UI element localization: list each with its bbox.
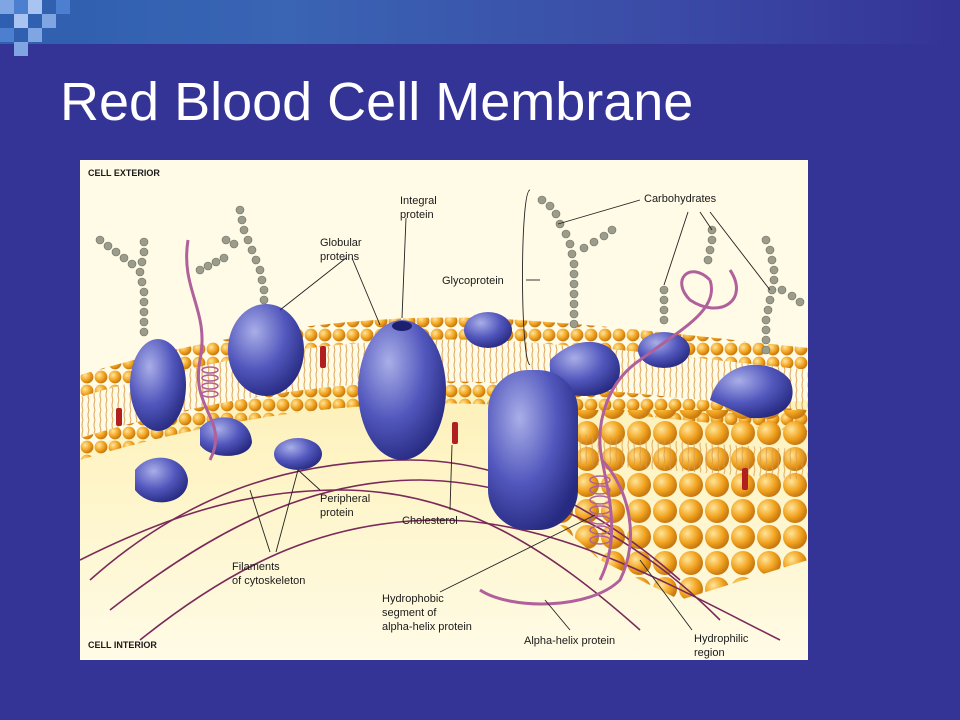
cutaway-tails [510,430,808,480]
cholesterol-molecules [116,346,748,490]
alpha-helix-protein [185,239,738,606]
cholesterol-label: Cholesterol [402,515,458,527]
membrane-diagram: CELL EXTERIOR CELL INTERIOR Integral pro… [80,160,808,660]
peripheral-protein-label-1: Peripheral [320,493,370,505]
filaments-label-1: Filaments [232,561,280,573]
inner-lipid-heads [80,381,808,460]
globular-protein-top [464,312,512,348]
cytoskeleton-filaments [80,459,781,641]
integral-protein-left [130,339,186,431]
globular-proteins-label-2: proteins [320,251,360,263]
cell-interior-label: CELL INTERIOR [88,640,157,650]
hydrophobic-label-1: Hydrophobic [382,593,444,605]
hydrophilic-label-2: region [694,647,725,659]
globular-proteins-label-1: Globular [320,237,362,249]
large-channel-protein [488,370,578,530]
corner-decoration [0,0,80,60]
integral-protein [358,320,446,460]
carbohydrates-label: Carbohydrates [644,193,717,205]
glycoprotein-body [550,341,620,396]
peripheral-protein-label-2: protein [320,507,354,519]
hydrophobic-label-2: segment of [382,607,437,619]
integral-protein-label-1: Integral [400,195,437,207]
integral-protein-label-2: protein [400,209,434,221]
glycoprotein-label: Glycoprotein [442,275,504,287]
hydrophilic-label-1: Hydrophilic [694,633,749,645]
filaments-label-2: of cytoskeleton [232,575,305,587]
glycoprotein-far-right [710,364,793,419]
peripheral-protein-left [135,457,188,503]
label-leaders [249,189,771,631]
channel-protein [228,304,304,396]
alpha-helix-coil [201,366,611,545]
hydrophobic-label-3: alpha-helix protein [382,621,472,633]
alpha-helix-protein-label: Alpha-helix protein [524,635,615,647]
header-band [0,0,960,44]
integral-protein-pore [392,321,412,331]
peripheral-protein [274,438,322,470]
carbohydrate-chains [95,195,805,355]
globular-protein-right [638,332,690,368]
cell-exterior-label: CELL EXTERIOR [88,168,160,178]
slide-title: Red Blood Cell Membrane [60,72,694,132]
